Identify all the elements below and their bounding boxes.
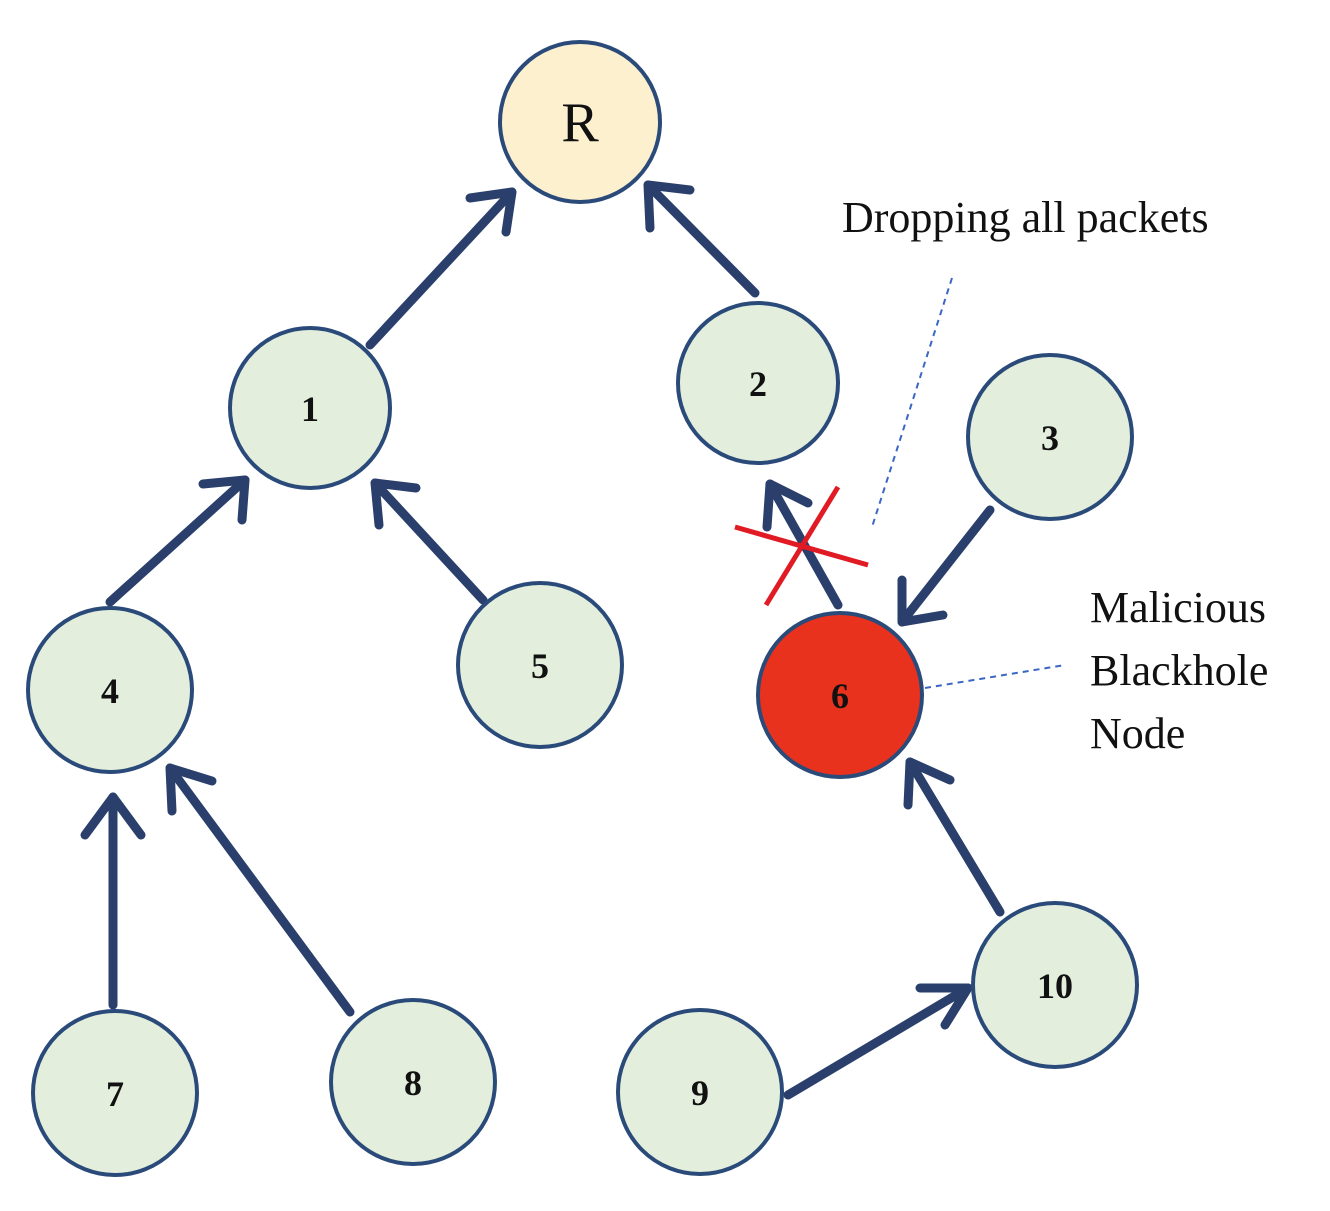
node-7-label: 7 (106, 1074, 124, 1114)
node-6-label: 6 (831, 676, 849, 716)
node-4-label: 4 (101, 671, 119, 711)
edge-9-to-10 (783, 983, 973, 1100)
node-root-label: R (561, 92, 599, 154)
node-3: 3 (966, 353, 1134, 521)
node-5: 5 (456, 581, 624, 749)
edge-2-to-root (643, 180, 760, 298)
node-4: 4 (26, 606, 194, 774)
node-3-label: 3 (1041, 418, 1059, 458)
node-7: 7 (31, 1009, 199, 1177)
edge-8-to-4 (165, 763, 355, 1017)
arrowhead-6-to-2 (762, 479, 813, 532)
node-1: 1 (228, 326, 392, 490)
dropping-packets-label: Dropping all packets (842, 193, 1209, 242)
node-2-label: 2 (749, 364, 767, 404)
edge-3-to-6 (897, 505, 995, 627)
node-1-label: 1 (301, 389, 319, 429)
node-9: 9 (616, 1008, 784, 1176)
arrowhead-9-to-10 (915, 983, 973, 1030)
node-5-label: 5 (531, 646, 549, 686)
node-10: 10 (971, 901, 1139, 1069)
blocked-link-cross (734, 485, 869, 607)
node-8: 8 (329, 998, 497, 1166)
arrowhead-7-to-4 (80, 792, 146, 840)
arrowhead-5-to-1 (370, 478, 421, 530)
node-8-label: 8 (404, 1063, 422, 1103)
malicious-label-line2: Blackhole (1090, 646, 1268, 695)
malicious-leader-line (924, 664, 1066, 689)
arrowhead-8-to-4 (165, 763, 217, 816)
edge-10-to-6 (905, 757, 1005, 917)
malicious-label-line3: Node (1090, 709, 1185, 758)
edge-5-to-1 (370, 478, 488, 605)
dropping-leader-line (871, 277, 953, 528)
malicious-label-line1: Malicious (1090, 583, 1266, 632)
arrowhead-3-to-6 (897, 575, 948, 627)
node-9-label: 9 (691, 1073, 709, 1113)
node-10-label: 10 (1037, 966, 1073, 1006)
node-root: R (498, 40, 662, 204)
node-2: 2 (676, 301, 840, 465)
arrowhead-1-to-root (465, 187, 517, 237)
edge-1-to-root (365, 187, 517, 350)
edge-4-to-1 (105, 475, 250, 607)
edges (80, 180, 1005, 1100)
node-6-malicious: 6 (756, 611, 924, 779)
arrowhead-4-to-1 (198, 475, 250, 525)
arrowhead-10-to-6 (903, 757, 955, 810)
arrowhead-2-to-root (643, 180, 695, 233)
